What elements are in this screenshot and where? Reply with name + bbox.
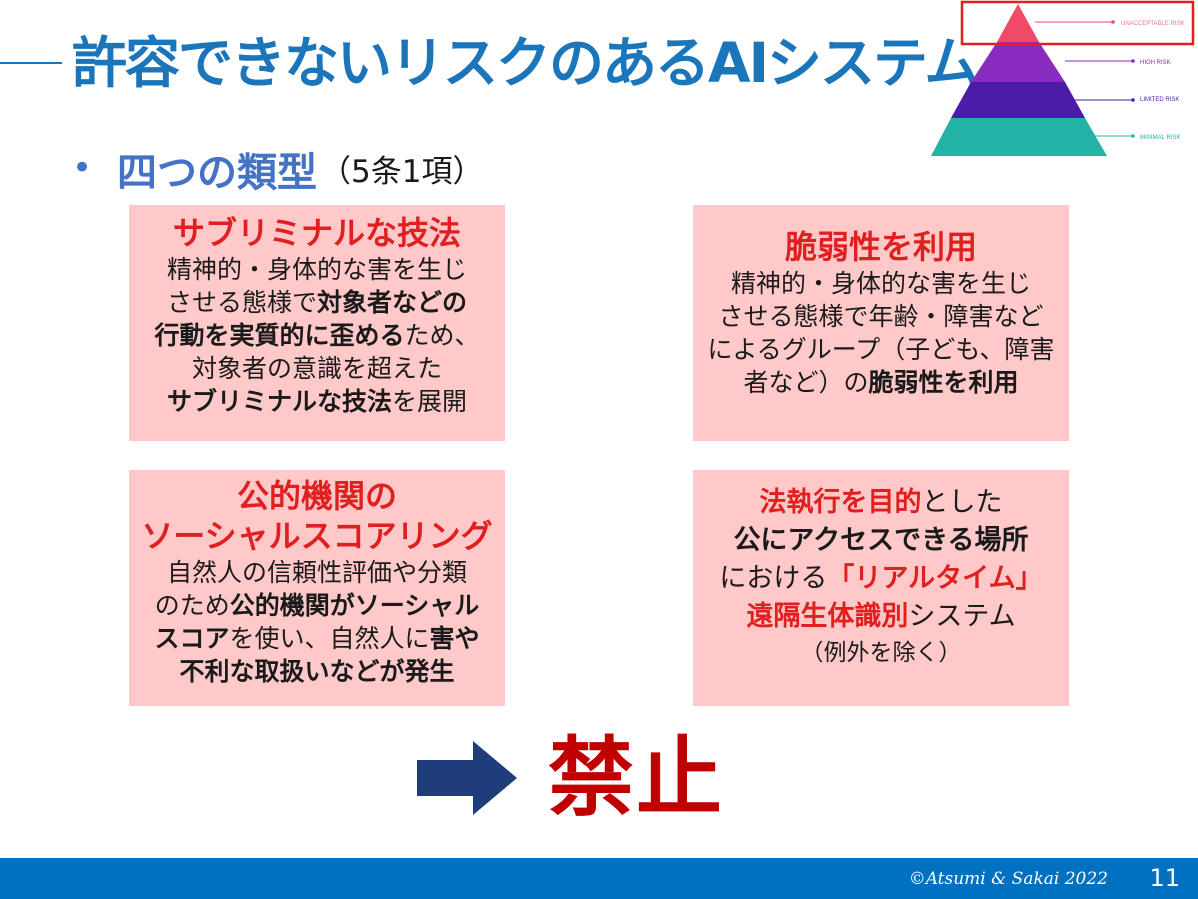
- pyramid-leader-dot: [1131, 59, 1135, 63]
- box-text-line: 精神的・身体的な害を生じ: [730, 269, 1031, 298]
- pyramid-leader-dot: [1111, 20, 1115, 24]
- bold-text-run: 公的機関がソーシャル: [229, 591, 480, 620]
- box-title: ソーシャルスコアリング: [141, 517, 493, 555]
- prohibited-label: 禁止: [548, 728, 724, 828]
- pyramid-label-high: HIGH RISK: [1140, 60, 1171, 66]
- box-text-line: させる態様で対象者などの: [129, 286, 505, 319]
- box-text-line: スコアを使い、自然人に害や: [129, 622, 505, 655]
- text-run: とした: [921, 487, 1003, 518]
- text-run: のため: [154, 591, 230, 620]
- box-title: 脆弱性を利用: [784, 228, 977, 266]
- box-text-line: における「リアルタイム」: [693, 560, 1069, 598]
- box-title: サブリミナルな技法: [172, 214, 461, 252]
- pyramid-label-minimal: MINIMAL RISK: [1140, 135, 1180, 141]
- title-regular-part: のあるAIシステム: [549, 31, 979, 95]
- biometric-identification-box: 法執行を目的とした 公にアクセスできる場所 における「リアルタイム」 遠隔生体識…: [693, 470, 1069, 706]
- box-text-line: 遠隔生体識別システム: [693, 598, 1069, 636]
- red-text-run: 「リアルタイム」: [827, 563, 1043, 594]
- pyramid-level-limited: [951, 82, 1085, 118]
- title-bold-part: 許容できないリスク: [72, 31, 551, 95]
- social-scoring-box: 公的機関の ソーシャルスコアリング 自然人の信頼性評価や分類 のため公的機関がソ…: [129, 470, 505, 706]
- bold-text-run: サブリミナルな技法: [166, 387, 392, 416]
- text-run: における: [719, 563, 828, 594]
- copyright-text: ©Atsumi & Sakai 2022: [908, 869, 1108, 889]
- bold-text-run: 対象者などの: [317, 288, 468, 317]
- bullet-heading-text: 四つの類型: [117, 150, 317, 196]
- subliminal-technique-box: サブリミナルな技法 精神的・身体的な害を生じ させる態様で対象者などの 行動を実…: [129, 205, 505, 441]
- pyramid-leader-dot: [1131, 98, 1135, 102]
- text-run: ため、: [404, 321, 480, 350]
- risk-pyramid-graphic: UNACCEPTABLE RISK HIGH RISK LIMITED RISK…: [931, 0, 1195, 156]
- pyramid-level-minimal: [931, 118, 1107, 156]
- box-text-line: サブリミナルな技法を展開: [129, 385, 505, 418]
- title-accent-line: [0, 62, 62, 64]
- article-reference: （5条1項）: [320, 154, 484, 190]
- box-text-line: 行動を実質的に歪めるため、: [129, 319, 505, 352]
- bold-text-run: 脆弱性を利用: [868, 368, 1019, 397]
- text-run: 者など）の: [743, 368, 869, 397]
- vulnerability-exploitation-box: 脆弱性を利用 精神的・身体的な害を生じ させる態様で年齢・障害など によるグルー…: [693, 205, 1069, 441]
- bold-text-run: 行動を実質的に歪める: [154, 321, 405, 350]
- box-title: 公的機関の: [236, 477, 397, 515]
- pyramid-label-unacceptable: UNACCEPTABLE RISK: [1121, 21, 1185, 27]
- slide-title: 許容できないリスクのあるAIシステム: [72, 30, 979, 96]
- box-text-line: 不利な取扱いなどが発生: [179, 657, 455, 686]
- red-text-run: 遠隔生体識別: [746, 601, 909, 632]
- text-run: させる態様で: [166, 288, 317, 317]
- pyramid-leader-dot: [1131, 134, 1135, 138]
- box-text-line: 公にアクセスできる場所: [733, 525, 1029, 556]
- box-text-line: によるグループ（子ども、障害: [707, 335, 1055, 364]
- bullet-marker: •: [72, 148, 93, 188]
- text-run: を使い、自然人に: [229, 624, 430, 653]
- page-number: 11: [1149, 864, 1180, 892]
- box-text-line: 者など）の脆弱性を利用: [693, 366, 1069, 399]
- bold-text-run: 害や: [429, 624, 480, 653]
- pyramid-level-unacceptable: [997, 4, 1039, 42]
- pyramid-level-high: [971, 42, 1065, 82]
- footer-bar: ©Atsumi & Sakai 2022 11: [0, 858, 1198, 899]
- box-text-line: 精神的・身体的な害を生じ: [166, 255, 467, 284]
- box-text-line: させる態様で年齢・障害など: [718, 302, 1044, 331]
- bold-text-run: スコア: [154, 624, 230, 653]
- box-text-line: のため公的機関がソーシャル: [129, 589, 505, 622]
- box-text-line: （例外を除く）: [800, 640, 962, 666]
- arrow-right-icon: [417, 741, 517, 815]
- pyramid-label-limited: LIMITED RISK: [1140, 97, 1179, 103]
- pyramid-highlight-box: [960, 0, 1195, 46]
- box-text-line: 法執行を目的とした: [693, 484, 1069, 522]
- text-run: システム: [908, 601, 1016, 632]
- box-text-line: 対象者の意識を超えた: [191, 354, 442, 383]
- red-text-run: 法執行を目的: [759, 487, 922, 518]
- text-run: を展開: [392, 387, 468, 416]
- box-text-line: 自然人の信頼性評価や分類: [166, 558, 467, 587]
